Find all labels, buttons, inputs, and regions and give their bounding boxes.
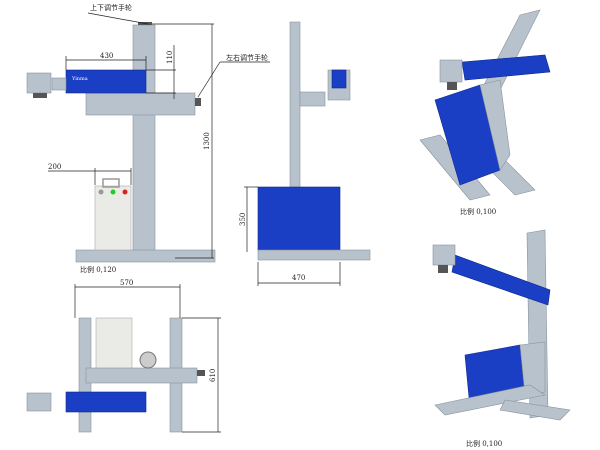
laser-head-blue — [65, 391, 147, 413]
handwheel-icon — [139, 351, 157, 369]
dim-570: 570 — [120, 279, 133, 287]
controller-box — [94, 185, 132, 251]
dim-110: 110 — [166, 51, 174, 64]
top-view: 570 610 — [26, 279, 221, 433]
horizontal-arm — [85, 92, 196, 116]
dim-430: 430 — [100, 52, 113, 60]
switch-icon — [98, 189, 104, 195]
side-view: 350 470 — [239, 21, 371, 286]
updown-handwheel-label: 上下调节手轮 — [90, 3, 132, 12]
column — [132, 24, 156, 252]
leftright-handwheel-icon — [195, 98, 201, 106]
scale-iso-bottom: 比例 0,100 — [466, 439, 502, 448]
galvo-head — [26, 392, 52, 412]
leftright-handwheel-label: 左右调节手轮 — [226, 53, 268, 62]
brand-label: Yinma — [71, 76, 88, 82]
arm-end — [299, 91, 326, 107]
dim-610: 610 — [209, 369, 217, 382]
iso-view-top: 比例 0,100 — [419, 9, 551, 216]
green-led-icon — [110, 189, 116, 195]
dim-350: 350 — [239, 213, 247, 226]
base-plate — [257, 249, 371, 261]
scale-iso-top: 比例 0,100 — [460, 207, 496, 216]
red-led-icon — [122, 189, 128, 195]
dim-1300: 1300 — [203, 132, 211, 150]
scale-front: 比例 0,120 — [80, 265, 116, 274]
galvo-head — [26, 72, 52, 94]
lens-coupler — [51, 77, 67, 91]
front-view: Yinma 430 110 1300 上下调节手轮 左右调节手轮 200 比例 … — [26, 3, 270, 274]
base-plate — [75, 249, 216, 263]
handle-icon — [102, 178, 120, 188]
dim-200: 200 — [48, 163, 61, 171]
lens — [33, 93, 47, 98]
laser-box — [257, 186, 341, 251]
dim-470: 470 — [292, 274, 305, 282]
horizontal-arm — [85, 367, 198, 384]
iso-view-bottom: 比例 0,100 — [432, 229, 571, 448]
